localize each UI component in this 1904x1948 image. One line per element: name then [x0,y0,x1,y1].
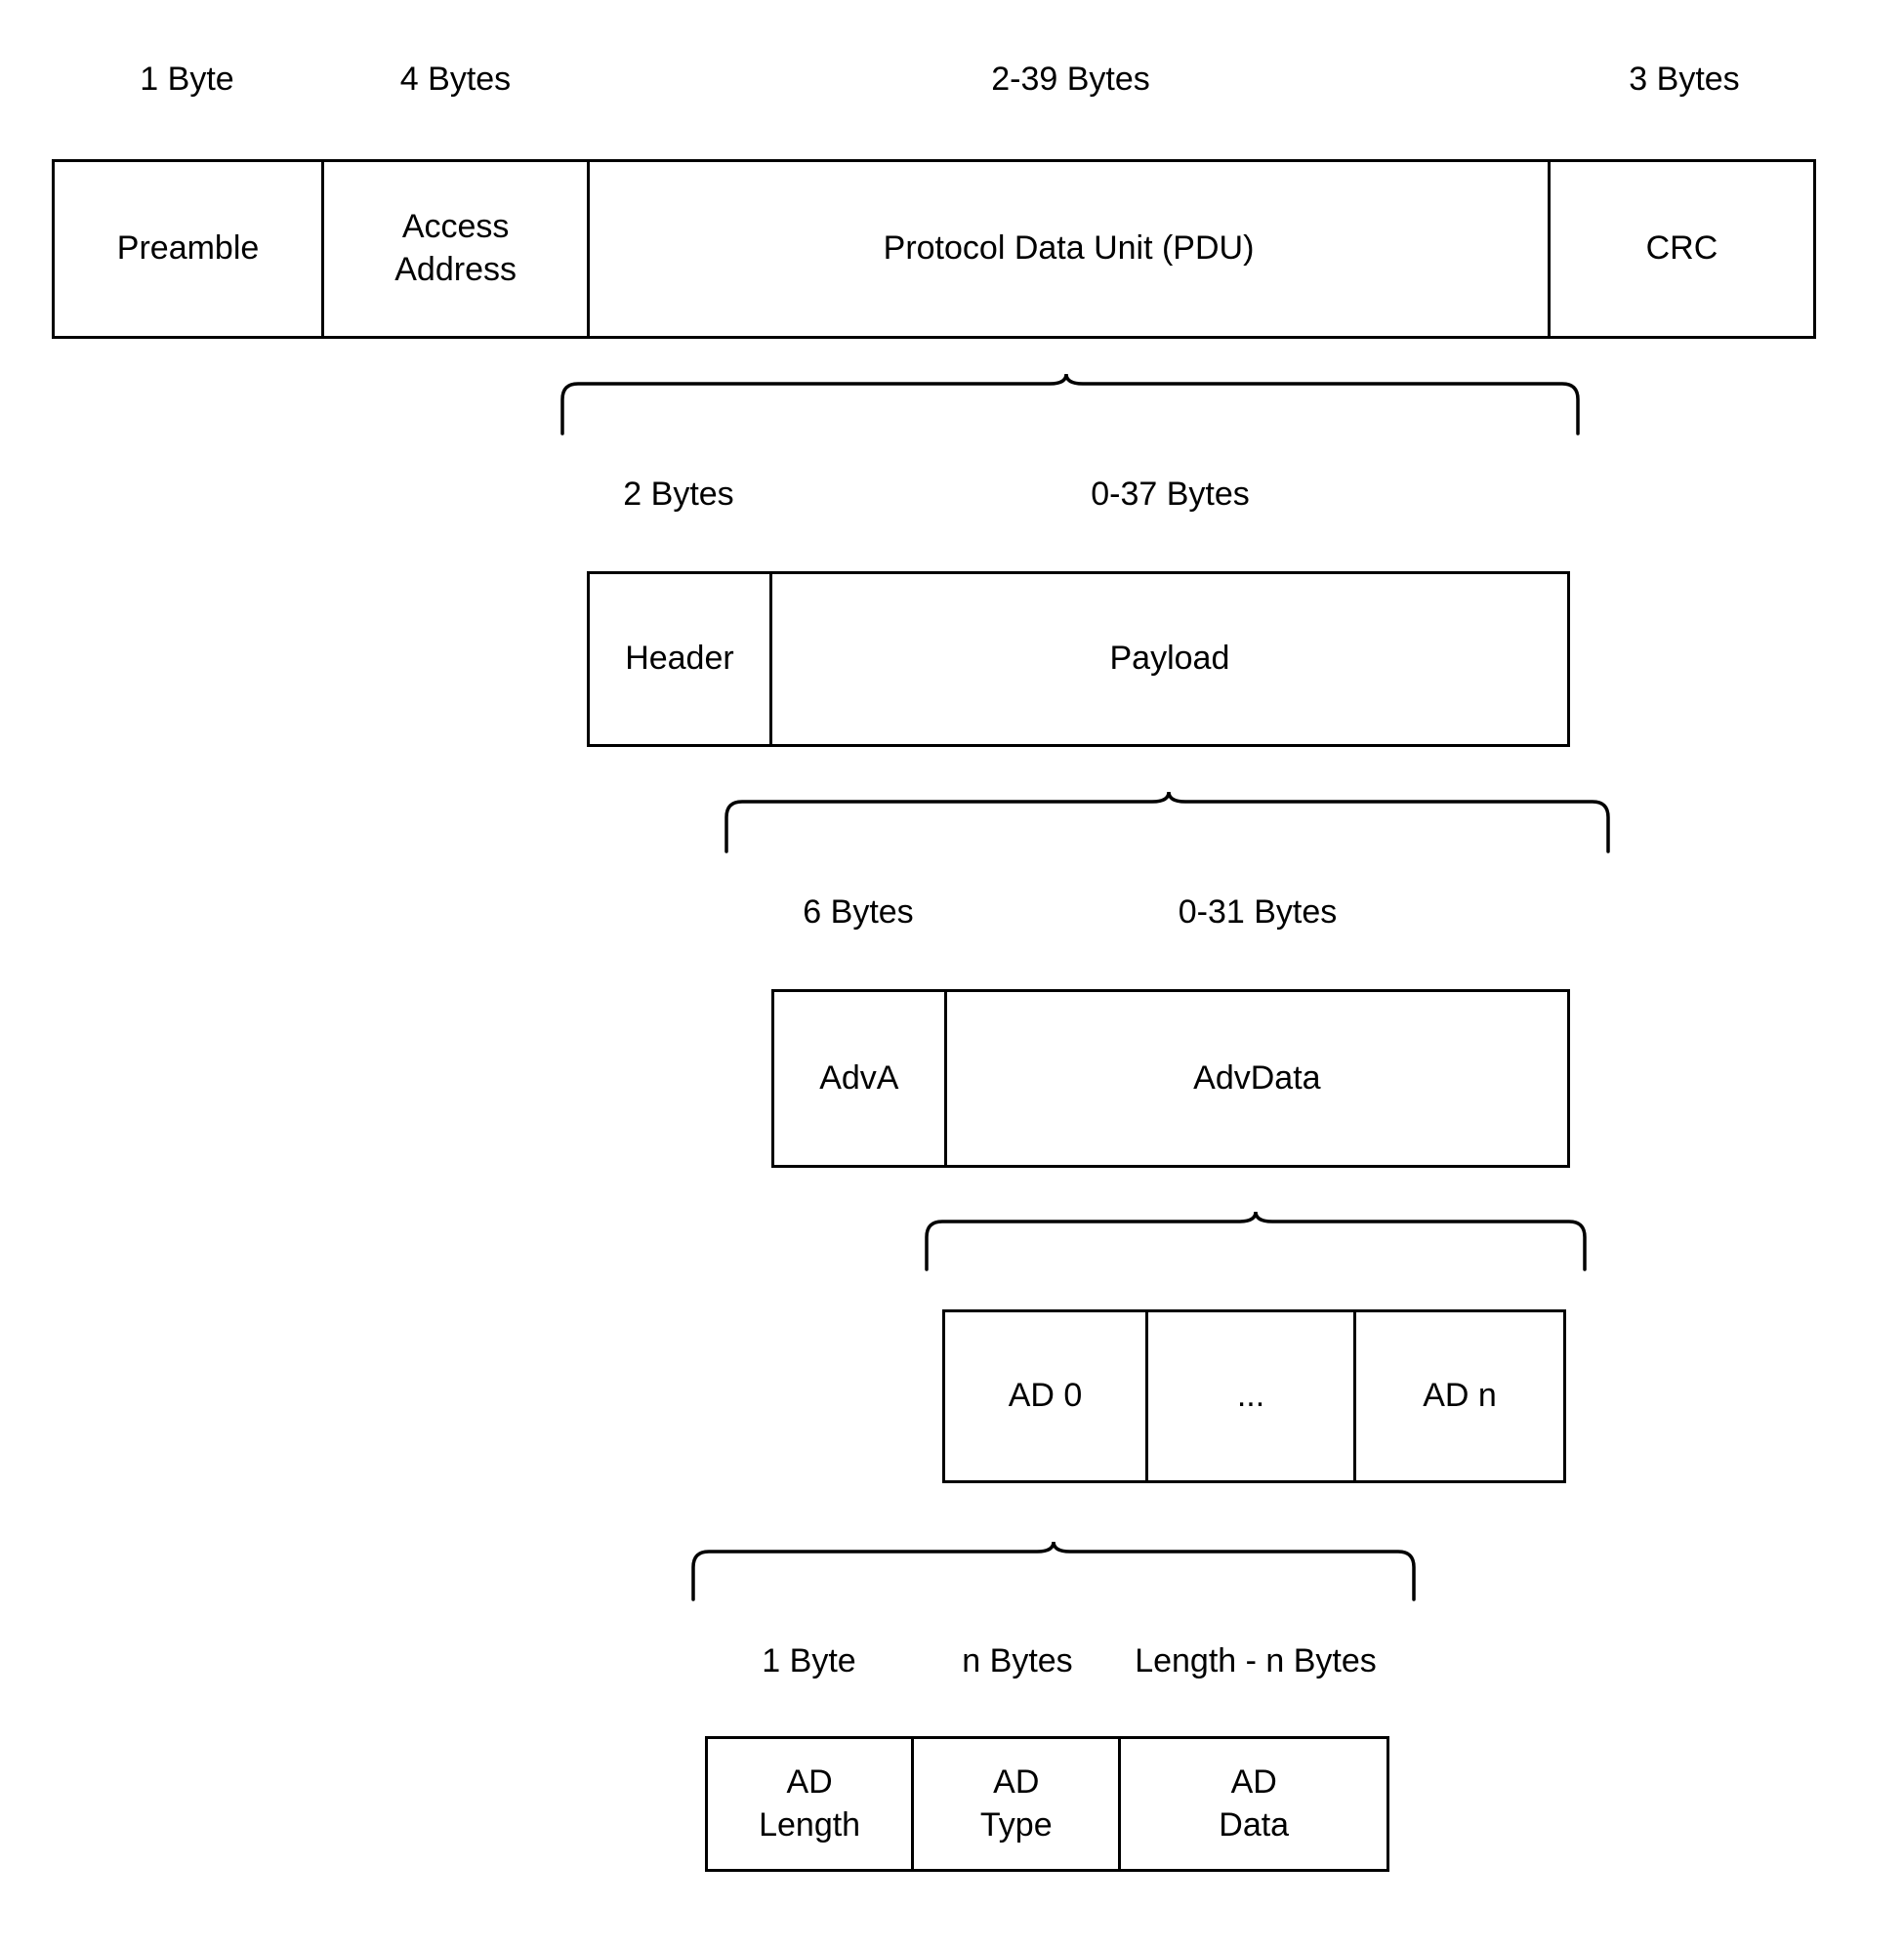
size-label-ad-length: 1 Byte [762,1642,856,1679]
brace-advdata [925,1211,1587,1271]
field-preamble[interactable]: Preamble [55,162,325,336]
size-label-advdata: 0-31 Bytes [1178,893,1338,931]
size-label-ad-data: Length - n Bytes [1135,1642,1377,1679]
size-label-header: 2 Bytes [623,476,734,513]
field-ad-ellipsis[interactable]: ... [1148,1312,1357,1480]
field-ad-length[interactable]: AD Length [708,1739,915,1869]
size-label-payload: 0-37 Bytes [1091,476,1250,513]
brace-payload [724,791,1610,853]
field-ad-data[interactable]: AD Data [1219,1762,1290,1844]
size-label-ad-type: n Bytes [962,1642,1073,1679]
brace-ad [691,1541,1416,1601]
payload-row: AdvA AdvData [771,989,1570,1168]
field-payload[interactable]: Payload [1109,640,1230,678]
field-ad-n[interactable]: AD n [1423,1377,1497,1415]
field-access-address[interactable]: Access Address [324,162,591,336]
size-label-access-address: 4 Bytes [399,61,512,98]
size-label-adva: 6 Bytes [803,893,914,931]
field-ad-type[interactable]: AD Type [914,1739,1122,1869]
advdata-row: AD 0 ... AD n [942,1309,1566,1483]
field-header[interactable]: Header [590,574,772,744]
size-label-preamble: 1 Byte [140,61,234,98]
packet-row: Preamble Access Address Protocol Data Un… [52,159,1816,339]
field-ad-0[interactable]: AD 0 [945,1312,1149,1480]
field-crc[interactable]: CRC [1645,229,1718,268]
field-advdata[interactable]: AdvData [1193,1058,1321,1097]
ad-row: AD Length AD Type AD Data [705,1736,1389,1872]
pdu-row: Header Payload [587,571,1570,747]
size-label-crc: 3 Bytes [1629,61,1740,98]
field-adva[interactable]: AdvA [774,992,947,1165]
size-label-pdu: 2-39 Bytes [991,61,1150,98]
brace-pdu [560,373,1580,435]
field-pdu[interactable]: Protocol Data Unit (PDU) [590,162,1551,336]
